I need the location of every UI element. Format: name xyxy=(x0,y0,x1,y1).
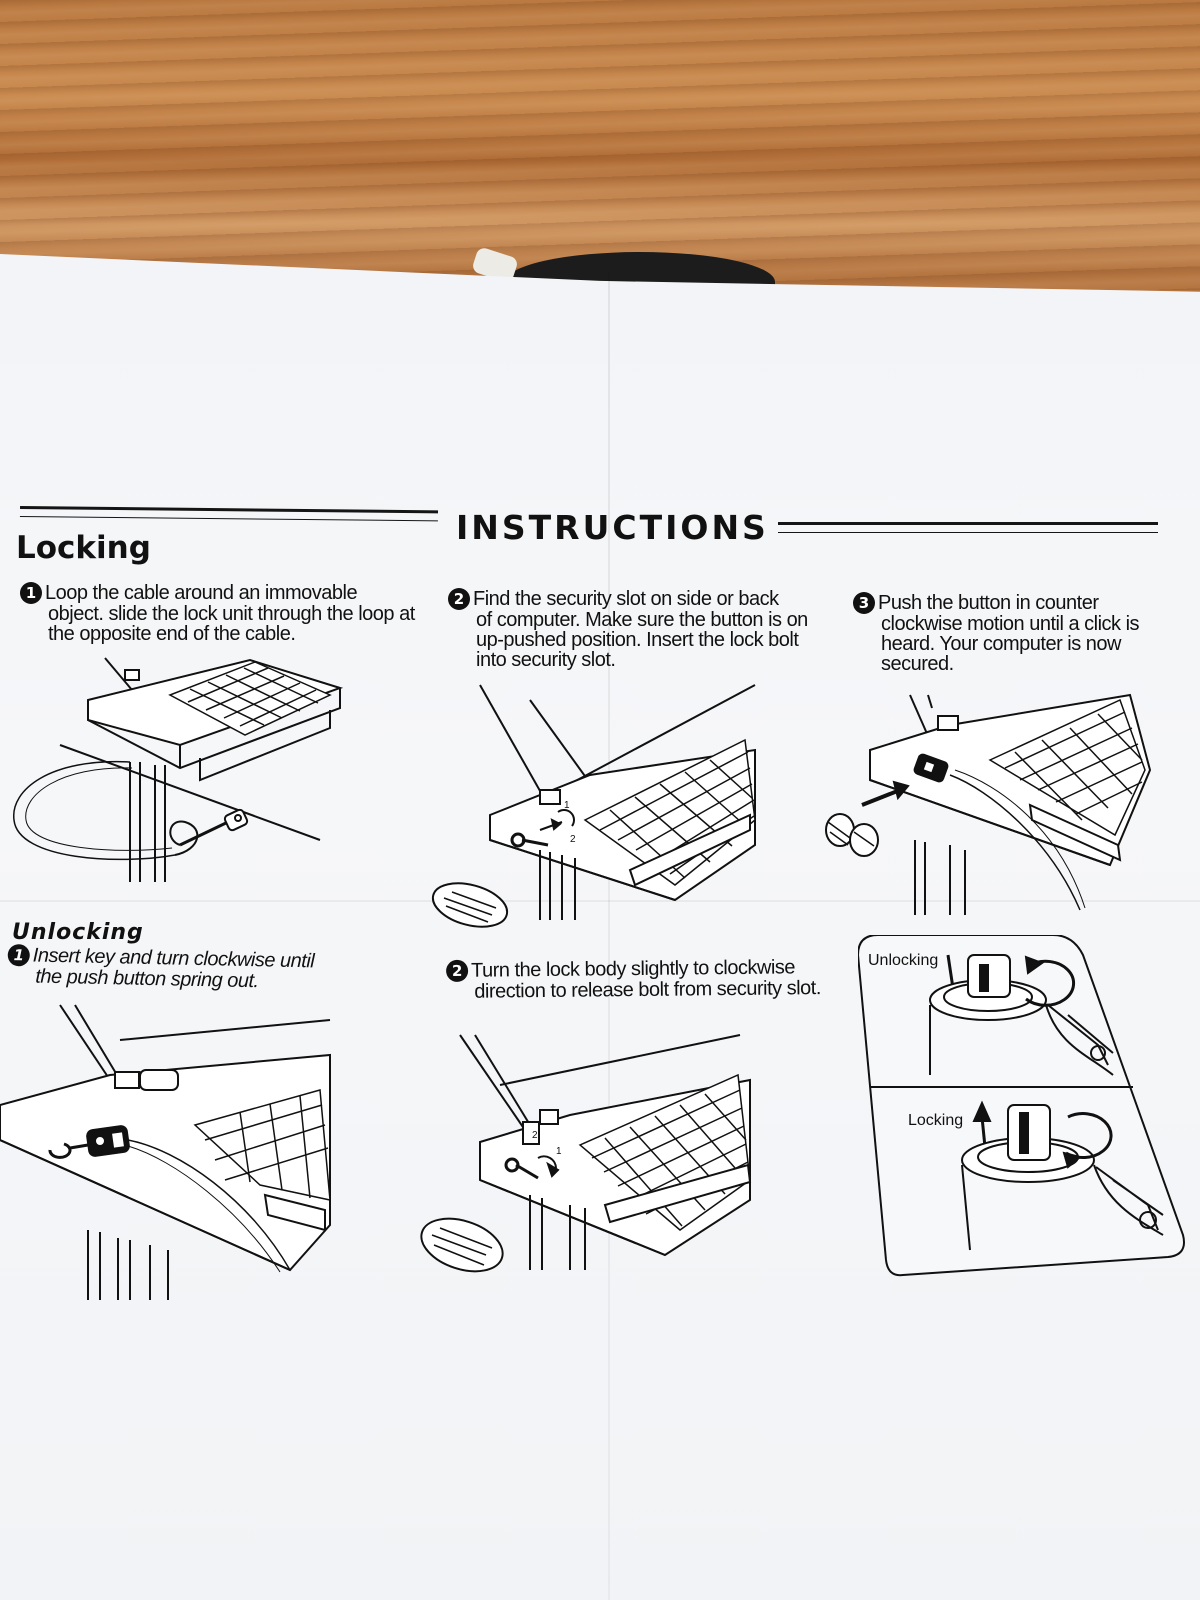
keyboard-keys xyxy=(168,661,332,736)
step-number: 1 xyxy=(20,582,42,604)
instruction-sheet xyxy=(0,254,1200,1600)
step-marker-1: 1 xyxy=(564,800,570,811)
step-lead: Push the button in counter xyxy=(878,592,1099,614)
title-rule-left xyxy=(19,506,439,522)
inset-unlocking-label: Unlocking xyxy=(868,952,938,969)
illustration-unlocking-step-2: 2 1 xyxy=(420,1034,752,1273)
step-marker-2: 2 xyxy=(532,1130,538,1141)
locking-heading: Locking xyxy=(16,530,151,566)
keyboard-keys xyxy=(988,698,1146,837)
locking-key-detail xyxy=(961,1100,1164,1251)
wooden-table-surface xyxy=(0,0,1200,290)
unlocking-heading: Unlocking xyxy=(12,920,144,945)
step-lead: Find the security slot on side or back xyxy=(473,588,779,610)
lock-keyhole-detail xyxy=(431,882,509,928)
page-title: INSTRUCTIONS xyxy=(456,508,769,547)
illustration-locking-step-3 xyxy=(825,693,1152,915)
paper-fold-vertical xyxy=(608,272,610,1600)
push-button-detail xyxy=(825,813,879,857)
step-number: 3 xyxy=(853,592,875,614)
illustration-locking-step-2: 1 2 xyxy=(431,684,756,928)
illustration-unlocking-step-1 xyxy=(0,1004,331,1300)
inset-key-direction-panel: Unlocking Locking xyxy=(858,935,1185,1277)
step-number: 2 xyxy=(448,588,470,610)
step-marker-2: 2 xyxy=(570,834,576,845)
lock-keyhole-detail xyxy=(420,1217,504,1273)
keyboard-keys xyxy=(193,1089,331,1201)
step-number: 1 xyxy=(7,944,30,967)
inset-locking-label: Locking xyxy=(908,1112,963,1129)
step-text: clockwise motion until a click is heard.… xyxy=(881,613,1140,675)
step-text: object. slide the lock unit through the … xyxy=(48,603,415,645)
unlocking-key-detail xyxy=(929,954,1114,1076)
title-rule-right xyxy=(778,522,1158,533)
illustration-locking-step-1 xyxy=(13,657,344,882)
step-text: direction to release bolt from security … xyxy=(474,977,821,1003)
step-lead: Loop the cable around an immovable xyxy=(45,582,358,604)
title-row: INSTRUCTIONS xyxy=(19,502,1160,552)
step-text: of computer. Make sure the button is on … xyxy=(476,609,808,671)
step-number: 2 xyxy=(446,959,469,982)
step-marker-1: 1 xyxy=(556,1146,562,1157)
paper-fold-horizontal xyxy=(0,900,1200,902)
